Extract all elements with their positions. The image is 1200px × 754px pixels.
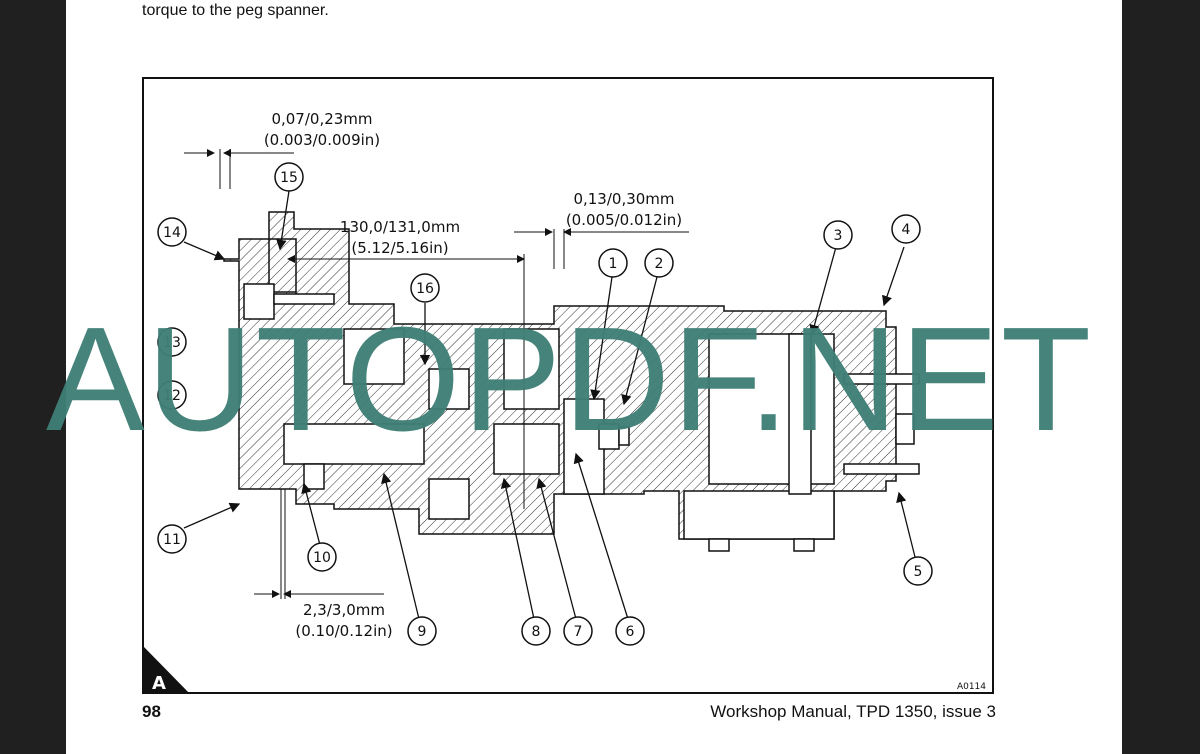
length-mm: 130,0/131,0mm bbox=[340, 218, 460, 236]
callout-4 bbox=[891, 214, 921, 244]
gap-top-mm: 0,07/0,23mm bbox=[271, 110, 372, 128]
gap-top-in: (0.003/0.009in) bbox=[264, 131, 380, 149]
dimension-labels: 0,07/0,23mm (0.003/0.009in) 130,0/131,0m… bbox=[264, 110, 682, 640]
callout-3 bbox=[823, 220, 853, 250]
callout-15 bbox=[274, 162, 304, 192]
dimension-lines bbox=[184, 149, 689, 599]
gap-right-in: (0.005/0.012in) bbox=[566, 211, 682, 229]
callout-12 bbox=[157, 380, 187, 410]
callout-12-label: 12 bbox=[163, 388, 181, 404]
technical-figure: 1 2 3 4 5 6 7 8 9 10 11 12 13 14 15 16 0… bbox=[142, 77, 994, 694]
callout-10 bbox=[307, 542, 337, 572]
callout-11-label: 11 bbox=[163, 532, 181, 548]
callout-2-label: 2 bbox=[655, 256, 664, 272]
callout-1 bbox=[598, 248, 628, 278]
view-label-corner bbox=[144, 647, 189, 692]
pump-housing bbox=[223, 211, 920, 552]
callout-9 bbox=[407, 616, 437, 646]
callout-2 bbox=[644, 248, 674, 278]
manual-title: Workshop Manual, TPD 1350, issue 3 bbox=[710, 702, 996, 721]
callout-labels: 1 2 3 4 5 6 7 8 9 10 11 12 13 14 15 16 bbox=[163, 170, 922, 640]
callout-16 bbox=[410, 273, 440, 303]
length-in: (5.12/5.16in) bbox=[351, 239, 448, 257]
callout-6 bbox=[615, 616, 645, 646]
watermark: AUTOPDF.NET bbox=[46, 297, 1094, 462]
view-label: A bbox=[152, 673, 166, 694]
callout-13 bbox=[157, 327, 187, 357]
callout-4-label: 4 bbox=[902, 222, 911, 238]
callout-15-label: 15 bbox=[280, 170, 298, 186]
callout-7 bbox=[563, 616, 593, 646]
intro-text: torque to the peg spanner. bbox=[142, 2, 329, 19]
callout-11 bbox=[157, 524, 187, 554]
callout-5-label: 5 bbox=[914, 564, 923, 580]
exploded-section-drawing: 1 2 3 4 5 6 7 8 9 10 11 12 13 14 15 16 0… bbox=[144, 110, 986, 694]
callout-7-label: 7 bbox=[574, 624, 583, 640]
callout-circles bbox=[157, 162, 933, 646]
callout-3-label: 3 bbox=[834, 228, 843, 244]
manual-page: torque to the peg spanner. bbox=[66, 0, 1122, 754]
gap-bottom-in: (0.10/0.12in) bbox=[295, 622, 392, 640]
callout-5 bbox=[903, 556, 933, 586]
gap-bottom-mm: 2,3/3,0mm bbox=[303, 601, 385, 619]
callout-8 bbox=[521, 616, 551, 646]
figure-code: A0114 bbox=[957, 682, 986, 692]
callout-9-label: 9 bbox=[418, 624, 427, 640]
callout-10-label: 10 bbox=[313, 550, 331, 566]
callout-6-label: 6 bbox=[626, 624, 635, 640]
callout-14-label: 14 bbox=[163, 225, 181, 241]
callout-1-label: 1 bbox=[609, 256, 618, 272]
callout-8-label: 8 bbox=[532, 624, 541, 640]
gap-right-mm: 0,13/0,30mm bbox=[573, 190, 674, 208]
page-number: 98 bbox=[142, 702, 161, 721]
callout-14 bbox=[157, 217, 187, 247]
callout-13-label: 13 bbox=[163, 335, 181, 351]
callout-16-label: 16 bbox=[416, 281, 434, 297]
leader-lines bbox=[183, 190, 917, 620]
